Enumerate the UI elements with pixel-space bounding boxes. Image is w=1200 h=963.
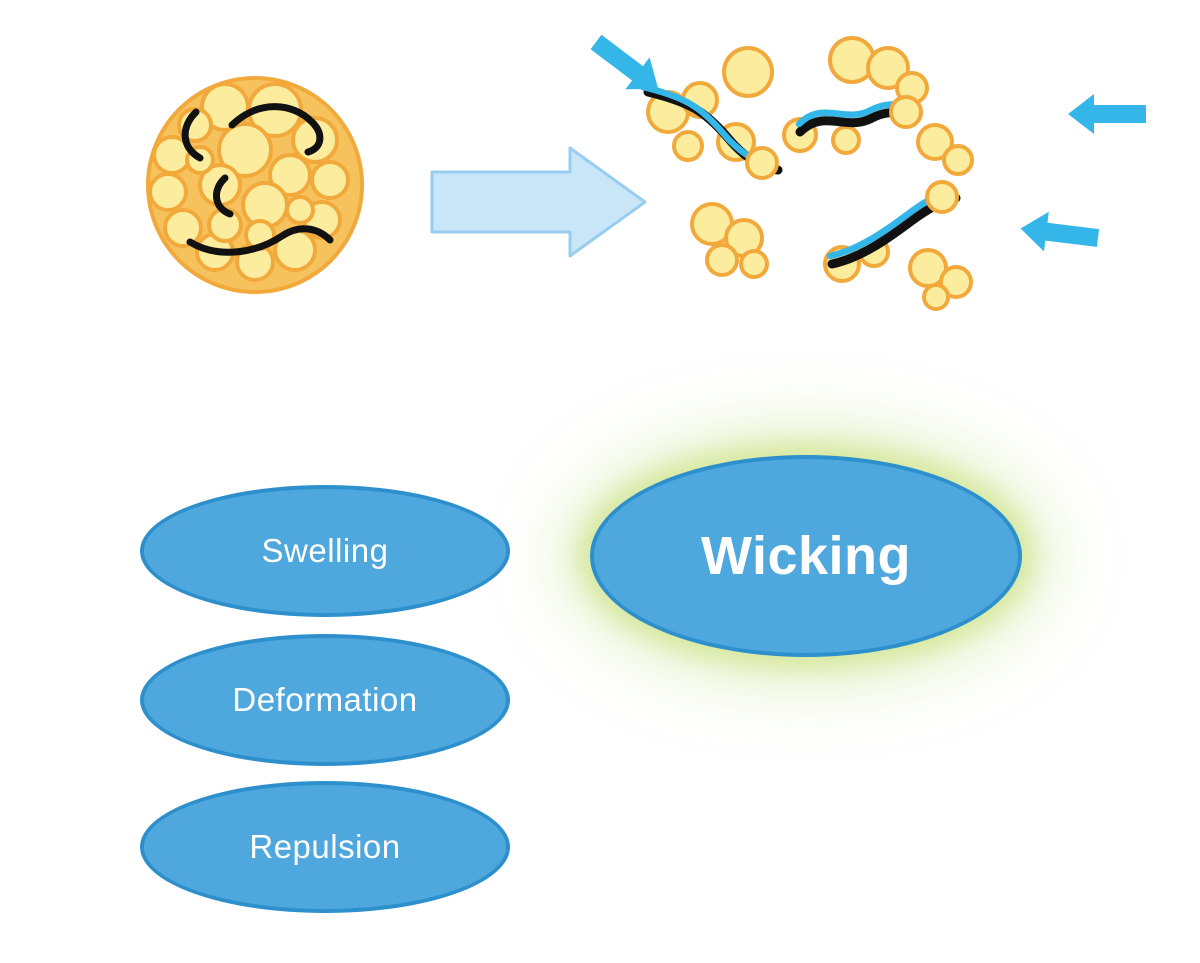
- swelling-label: Swelling: [261, 532, 389, 569]
- wicking-label: Wicking: [700, 526, 912, 586]
- swelling-ellipse: Swelling: [140, 485, 510, 617]
- deformation-ellipse: Deformation: [140, 634, 510, 766]
- water-arrow-top-icon: [590, 34, 659, 90]
- water-arrow-bottom-icon: [1020, 211, 1100, 252]
- wicking-ellipse: Wicking: [590, 455, 1022, 657]
- water-inflow-arrows: [590, 34, 1146, 252]
- repulsion-ellipse: Repulsion: [140, 781, 510, 913]
- transition-arrow-icon: [430, 146, 647, 258]
- dispersed-particles-overlap-icon: [745, 95, 959, 214]
- dispersed-particles-icon: [646, 36, 974, 311]
- dry-fiber-icon: [181, 103, 334, 256]
- water-arrow-right-icon: [1068, 94, 1146, 134]
- repulsion-label: Repulsion: [249, 828, 401, 865]
- deformation-label: Deformation: [232, 681, 418, 718]
- dispersion-illustration: [146, 34, 1146, 311]
